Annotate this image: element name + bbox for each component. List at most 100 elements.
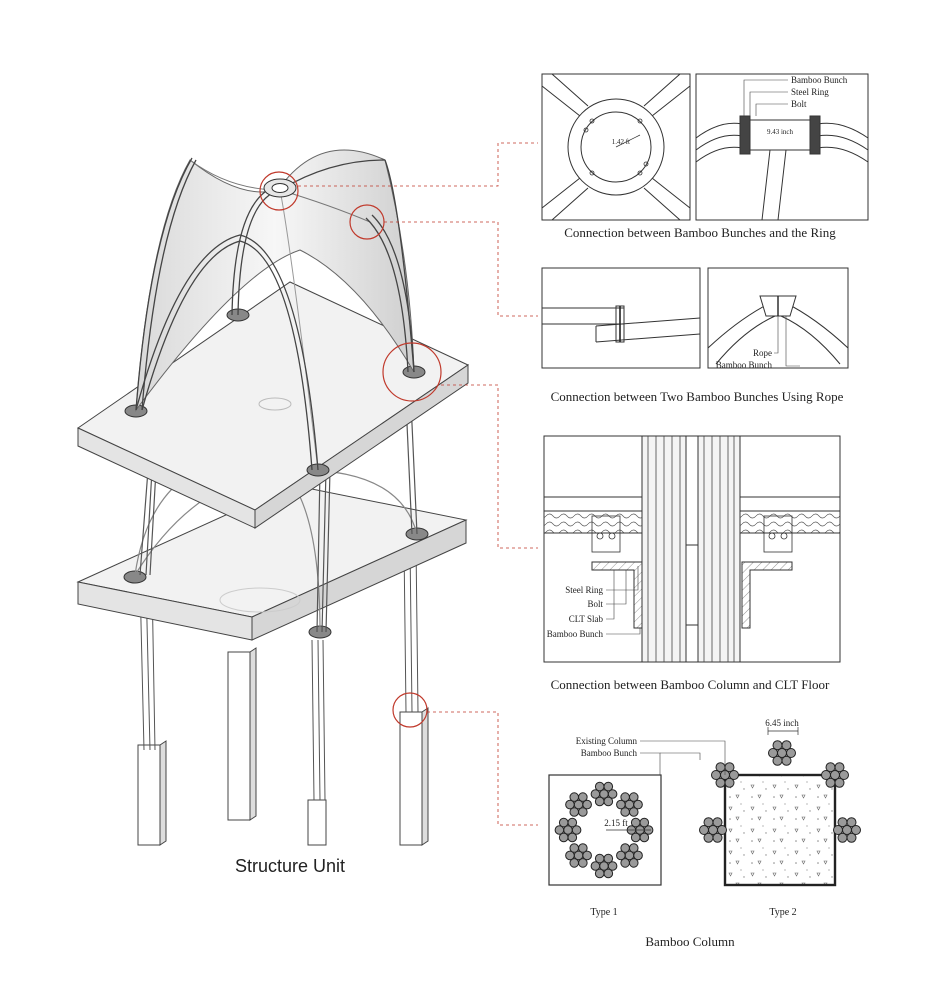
lower-slab xyxy=(76,484,468,641)
bamboo-culm xyxy=(851,825,861,835)
bamboo-culm xyxy=(772,740,783,751)
bamboo-culm xyxy=(603,796,614,807)
bamboo-culm xyxy=(616,850,626,861)
bamboo-bunch-cluster xyxy=(711,762,739,788)
bamboo-culm xyxy=(628,807,639,817)
floor-detail: Steel Ring Bolt CLT Slab Bamboo Bunch Co… xyxy=(543,435,841,692)
bamboo-culm xyxy=(768,748,778,758)
bamboo-culm xyxy=(578,858,588,868)
bamboo-culm xyxy=(607,861,618,871)
gap-dimension: 9.43 inch xyxy=(767,128,794,136)
leader-lines xyxy=(298,142,538,826)
upper-slab xyxy=(76,281,470,529)
bamboo-culm xyxy=(715,762,726,773)
bamboo-culm xyxy=(821,770,831,780)
bamboo-culm xyxy=(554,825,565,835)
bamboo-culm xyxy=(628,792,639,802)
bamboo-culm xyxy=(703,832,714,843)
bamboo-bunch-cluster xyxy=(833,817,861,843)
bamboo-culm xyxy=(630,832,641,843)
bamboo-culm xyxy=(578,843,588,853)
column-label-bamboo-bunch: Bamboo Bunch xyxy=(581,748,638,758)
bamboo-culm xyxy=(839,770,849,780)
type1-label: Type 1 xyxy=(590,907,617,918)
bamboo-culm xyxy=(558,817,569,828)
bamboo-culm xyxy=(569,792,580,802)
bamboo-culm xyxy=(569,807,580,817)
bamboo-culm xyxy=(717,825,727,835)
rope-detail: Rope Bamboo Bunch Connection between Two… xyxy=(541,267,849,404)
type2-label: Type 2 xyxy=(769,907,796,918)
bamboo-culm xyxy=(594,796,605,807)
bamboo-bunch-cluster xyxy=(626,817,654,843)
structure-unit-axonometric: Structure Unit xyxy=(76,142,538,876)
column-detail: 2.15 ft 6.45 inch Existing Column Bamboo… xyxy=(548,718,861,949)
ring-label-bolt: Bolt xyxy=(791,99,807,109)
bamboo-bunch-cluster xyxy=(565,792,592,817)
existing-columns xyxy=(137,647,429,846)
bamboo-culm xyxy=(833,825,843,835)
bamboo-culm xyxy=(590,789,601,799)
type2-dimension: 6.45 inch xyxy=(765,718,799,728)
floor-label-bolt: Bolt xyxy=(587,599,603,609)
bamboo-culm xyxy=(582,850,592,861)
bamboo-culm xyxy=(582,799,592,810)
floor-caption: Connection between Bamboo Column and CLT… xyxy=(551,677,830,692)
bamboo-bunch-cluster xyxy=(699,817,727,843)
bamboo-culm xyxy=(781,740,792,751)
bamboo-culm xyxy=(616,799,626,810)
type1-dimension: 2.15 ft xyxy=(604,818,628,828)
ring-label-steel-ring: Steel Ring xyxy=(791,87,829,97)
bamboo-culm xyxy=(620,843,630,853)
bamboo-culm xyxy=(558,832,569,843)
bamboo-culm xyxy=(603,868,614,879)
bamboo-culm xyxy=(724,762,735,773)
highlight-ring-joint xyxy=(259,171,299,211)
bamboo-culm xyxy=(711,770,721,780)
bamboo-culm xyxy=(639,832,650,843)
bamboo-culm xyxy=(569,858,580,868)
bamboo-bunch-cluster xyxy=(590,781,618,807)
bamboo-bunch-cluster xyxy=(554,817,582,843)
highlight-floor-joint xyxy=(382,342,442,402)
structure-unit-title: Structure Unit xyxy=(235,856,345,876)
bamboo-culm xyxy=(578,792,588,802)
bamboo-bunch-cluster xyxy=(821,762,849,788)
bamboo-culm xyxy=(781,755,792,766)
bamboo-culm xyxy=(712,832,723,843)
bamboo-culm xyxy=(565,850,575,861)
bamboo-culm xyxy=(846,832,857,843)
bamboo-culm xyxy=(772,755,783,766)
ring-label-bamboo-bunch: Bamboo Bunch xyxy=(791,75,848,85)
bamboo-culm xyxy=(724,777,735,788)
rope-caption: Connection between Two Bamboo Bunches Us… xyxy=(551,389,844,404)
bamboo-culm xyxy=(630,817,641,828)
bamboo-culm xyxy=(603,853,614,864)
bamboo-culm xyxy=(846,817,857,828)
bamboo-culm xyxy=(639,817,650,828)
bamboo-culm xyxy=(569,843,580,853)
bamboo-culm xyxy=(834,762,845,773)
bamboo-bunch-cluster xyxy=(768,740,796,766)
bamboo-culm xyxy=(628,843,639,853)
bamboo-culm xyxy=(590,861,601,871)
bamboo-culm xyxy=(633,850,643,861)
bamboo-culm xyxy=(715,777,726,788)
type1-bamboo-clusters xyxy=(554,781,654,879)
rope-label-rope: Rope xyxy=(753,348,772,358)
bamboo-bunch-cluster xyxy=(590,853,618,879)
bamboo-culm xyxy=(594,781,605,792)
bamboo-bunch-cluster xyxy=(616,792,643,817)
bamboo-culm xyxy=(571,825,582,835)
bamboo-culm xyxy=(620,807,630,817)
bamboo-culm xyxy=(712,817,723,828)
bamboo-culm xyxy=(603,781,614,792)
bamboo-culm xyxy=(594,868,605,879)
upper-vault xyxy=(135,149,415,471)
bamboo-culm xyxy=(834,777,845,788)
ring-dimension: 1.42 ft xyxy=(612,138,630,146)
highlight-column-base xyxy=(392,692,428,728)
bamboo-culm xyxy=(837,832,848,843)
bamboo-culm xyxy=(594,853,605,864)
